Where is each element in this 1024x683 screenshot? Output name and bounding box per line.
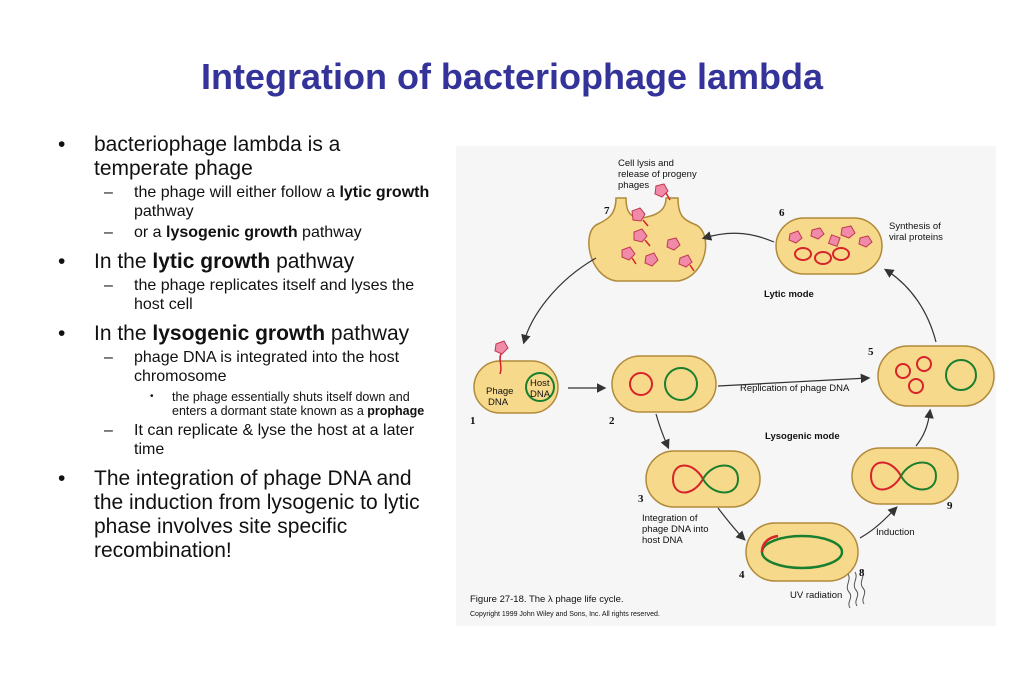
excision-cell	[851, 447, 959, 505]
bullet-1: bacteriophage lambda is a temperate phag…	[58, 133, 438, 181]
synthesis-label-line1: Synthesis of	[889, 221, 941, 232]
bullet-1-sub-2: or a lysogenic growth pathway	[58, 223, 438, 242]
lytic-mode-label: Lytic mode	[764, 289, 814, 300]
lysogenic-mode-label: Lysogenic mode	[765, 431, 840, 442]
bullet-4: The integration of phage DNA and the ind…	[58, 467, 438, 563]
integration-label-line1: Integration of	[642, 513, 698, 524]
step-6: 6	[779, 207, 785, 219]
step-4: 4	[739, 569, 745, 581]
bullet-2: In the lytic growth pathway	[58, 250, 438, 274]
bullet-3-sub-1: phage DNA is integrated into the host ch…	[58, 348, 438, 386]
arrow-5-to-6	[883, 268, 937, 343]
host-dna-label-line1: Host	[530, 378, 550, 389]
uv-label: UV radiation	[790, 590, 842, 601]
uv-rays	[846, 569, 866, 609]
prophage-cell	[745, 522, 859, 582]
step-1: 1	[470, 415, 476, 427]
bullet-3-sub-2: It can replicate & lyse the host at a la…	[58, 421, 438, 459]
step-7: 7	[604, 205, 610, 217]
slide-title: Integration of bacteriophage lambda	[200, 56, 824, 97]
step-8: 8	[859, 567, 865, 579]
integration-cell	[645, 450, 761, 508]
lysis-label-line1: Cell lysis and	[618, 158, 674, 169]
step-9: 9	[947, 500, 953, 512]
replication-cell	[877, 345, 995, 407]
synthesis-label-line2: viral proteins	[889, 232, 943, 243]
arrow-7-to-1	[521, 257, 597, 345]
step-2: 2	[609, 415, 615, 427]
circular-dna-cell	[611, 355, 717, 413]
arrow-3-to-4	[717, 507, 746, 541]
infection-cell	[473, 340, 559, 414]
step-5: 5	[868, 346, 874, 358]
arrow-4-to-9	[859, 506, 898, 539]
cycle-arrows	[521, 231, 937, 541]
step-3: 3	[638, 493, 644, 505]
arrow-2-to-3	[655, 413, 670, 450]
figure-caption: Figure 27-18. The λ phage life cycle.	[470, 594, 624, 605]
bullet-3: In the lysogenic growth pathway	[58, 322, 438, 346]
phage-dna-label-line1: Phage	[486, 386, 513, 397]
replication-label: Replication of phage DNA	[740, 383, 850, 394]
lysis-label-line2: release of progeny	[618, 169, 697, 180]
phage-dna-label-line2: DNA	[488, 397, 509, 408]
bullet-1-sub-1: the phage will either follow a lytic gro…	[58, 183, 438, 221]
bullet-list: bacteriophage lambda is a temperate phag…	[58, 133, 438, 565]
arrow-9-to-5	[915, 408, 934, 447]
lysing-cell	[588, 183, 707, 282]
life-cycle-diagram: Cell lysis and release of progeny phages…	[470, 158, 995, 618]
arrow-6-to-7	[701, 231, 775, 243]
bullet-3-sub-1-sub-1: the phage essentially shuts itself down …	[58, 390, 438, 418]
lysis-label-line3: phages	[618, 180, 649, 191]
figure-copyright: Copyright 1999 John Wiley and Sons, Inc.…	[470, 611, 660, 618]
integration-label-line3: host DNA	[642, 535, 683, 546]
integration-label-line2: phage DNA into	[642, 524, 709, 535]
arrow-2-to-5	[717, 373, 871, 387]
bullet-2-sub-1: the phage replicates itself and lyses th…	[58, 276, 438, 314]
protein-synthesis-cell	[775, 217, 883, 275]
induction-label: Induction	[876, 527, 915, 538]
host-dna-label-line2: DNA	[530, 389, 551, 400]
phage-life-cycle-figure: Cell lysis and release of progeny phages…	[456, 146, 996, 626]
